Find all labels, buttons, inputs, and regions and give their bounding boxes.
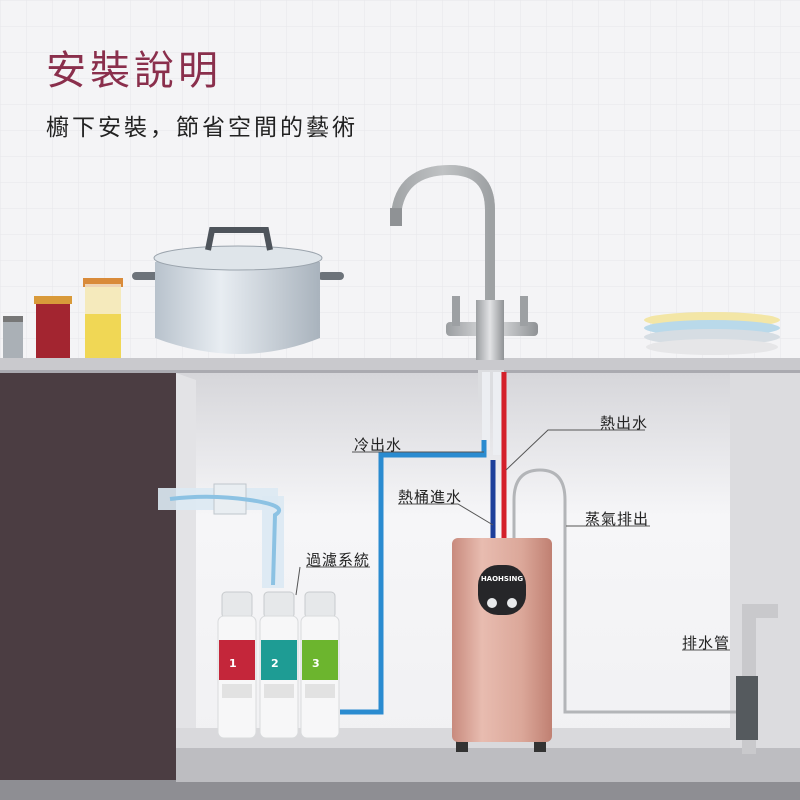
filter-label-band — [219, 640, 255, 680]
control-panel — [478, 565, 526, 615]
filter-cartridge: 3 — [300, 591, 340, 739]
label-steam-out: 蒸氣排出 — [585, 510, 650, 528]
tile-wall — [0, 0, 800, 360]
filtered-water-pipe — [340, 440, 487, 715]
water-heater: HAOHSING — [452, 538, 552, 752]
label-tank-in: 熱桶進水 — [398, 488, 463, 506]
filter-number: 2 — [271, 657, 279, 670]
water-inlet-pipe — [158, 483, 284, 588]
label-leaders — [295, 429, 730, 651]
steam-pipe — [512, 468, 736, 714]
label-drain-pipe: 排水管 — [682, 634, 731, 652]
label-cold-out: 冷出水 — [354, 436, 403, 454]
drain-pipe — [736, 604, 778, 754]
cabinet-door-left — [0, 373, 176, 783]
label-hot-out: 熱出水 — [600, 414, 649, 432]
page-title: 安裝說明 — [46, 48, 222, 94]
filter-number: 3 — [312, 657, 320, 670]
heater-button-left[interactable] — [487, 598, 497, 608]
filter-cartridge: 2 — [259, 591, 299, 739]
heater-button-right[interactable] — [507, 598, 517, 608]
countertop — [0, 358, 800, 372]
cooking-pot — [132, 227, 344, 354]
label-filter-system: 過濾系統 — [306, 551, 371, 569]
plates — [644, 312, 780, 355]
filter-label-band — [261, 640, 297, 680]
page-subtitle: 櫥下安裝，節省空間的藝術 — [46, 115, 358, 141]
spice-jars — [3, 278, 123, 358]
filter-cartridges: 1 2 3 — [217, 591, 340, 739]
filter-cartridge: 1 — [217, 591, 257, 739]
faucet — [390, 164, 538, 360]
brand-logo: HAOHSING — [481, 575, 524, 583]
filter-label-band — [302, 640, 338, 680]
filter-number: 1 — [229, 657, 237, 670]
